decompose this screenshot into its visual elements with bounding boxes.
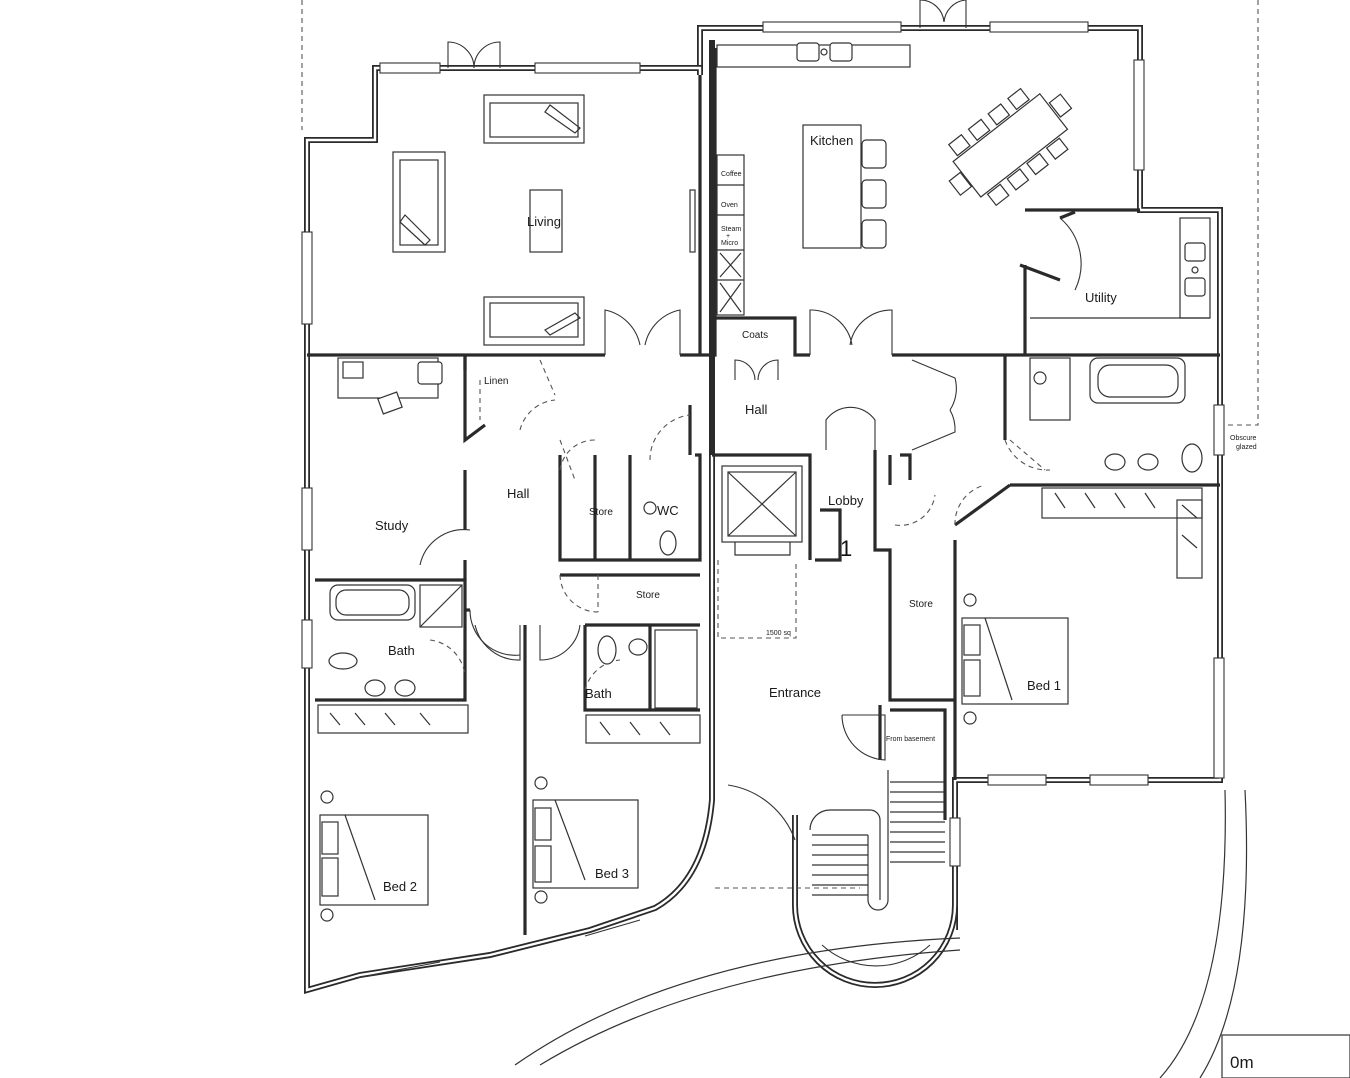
stair-treads xyxy=(809,770,945,911)
room-labels: Living Kitchen Utility Coats Hall Linen … xyxy=(375,133,1117,894)
scale-bar: 0m xyxy=(1221,1034,1350,1078)
garden-doors xyxy=(447,0,967,69)
label-oven: Oven xyxy=(721,202,738,209)
scale-start-label: 0m xyxy=(1230,1053,1254,1072)
room-label-linen: Linen xyxy=(484,376,508,387)
beds xyxy=(319,593,1069,922)
bathroom-fixtures xyxy=(328,357,1203,709)
label-obscure: Obscure xyxy=(1230,435,1257,442)
kitchen-units xyxy=(716,42,1073,316)
lift-and-stairs xyxy=(715,465,945,911)
internal-doors xyxy=(419,217,1082,841)
room-label-store-a: Store xyxy=(589,507,613,518)
room-label-kitchen: Kitchen xyxy=(810,133,853,148)
room-label-hall-upper: Hall xyxy=(745,402,768,417)
wardrobes xyxy=(317,487,1203,744)
room-label-bath-b: Bath xyxy=(585,686,612,701)
study-furniture xyxy=(337,357,443,415)
room-label-utility: Utility xyxy=(1085,290,1117,305)
stair-bay xyxy=(792,815,958,988)
utility-units xyxy=(1030,217,1211,319)
annotations: Coffee Oven Steam + Micro 1500 sq 1 From… xyxy=(721,171,1257,743)
room-label-store-b: Store xyxy=(636,590,660,601)
room-label-bed-1: Bed 1 xyxy=(1027,678,1061,693)
label-micro: Micro xyxy=(721,240,738,247)
room-label-lobby: Lobby xyxy=(828,493,864,508)
label-glazed: glazed xyxy=(1236,444,1257,451)
room-label-coats: Coats xyxy=(742,330,768,341)
room-label-store-c: Store xyxy=(909,599,933,610)
living-furniture xyxy=(392,94,696,346)
room-label-bed-2: Bed 2 xyxy=(383,879,417,894)
bar-stools xyxy=(861,139,887,249)
room-label-study: Study xyxy=(375,518,409,533)
label-coffee: Coffee xyxy=(721,171,742,178)
site-boundary xyxy=(301,0,1259,426)
dining-table xyxy=(947,87,1073,207)
room-label-entrance: Entrance xyxy=(769,685,821,700)
label-plus: + xyxy=(726,233,730,240)
room-label-wc: WC xyxy=(657,503,679,518)
label-lift-size: 1500 sq xyxy=(766,630,791,637)
room-label-bath-a: Bath xyxy=(388,643,415,658)
room-label-living: Living xyxy=(527,214,561,229)
room-label-hall-left: Hall xyxy=(507,486,530,501)
label-from-basement: From basement xyxy=(886,736,935,743)
windows xyxy=(301,21,1225,979)
room-label-bed-3: Bed 3 xyxy=(595,866,629,881)
driveway-curves xyxy=(514,789,1248,1078)
label-steam: Steam xyxy=(721,226,741,233)
level-number: 1 xyxy=(840,536,852,561)
internal-walls xyxy=(307,48,1220,935)
